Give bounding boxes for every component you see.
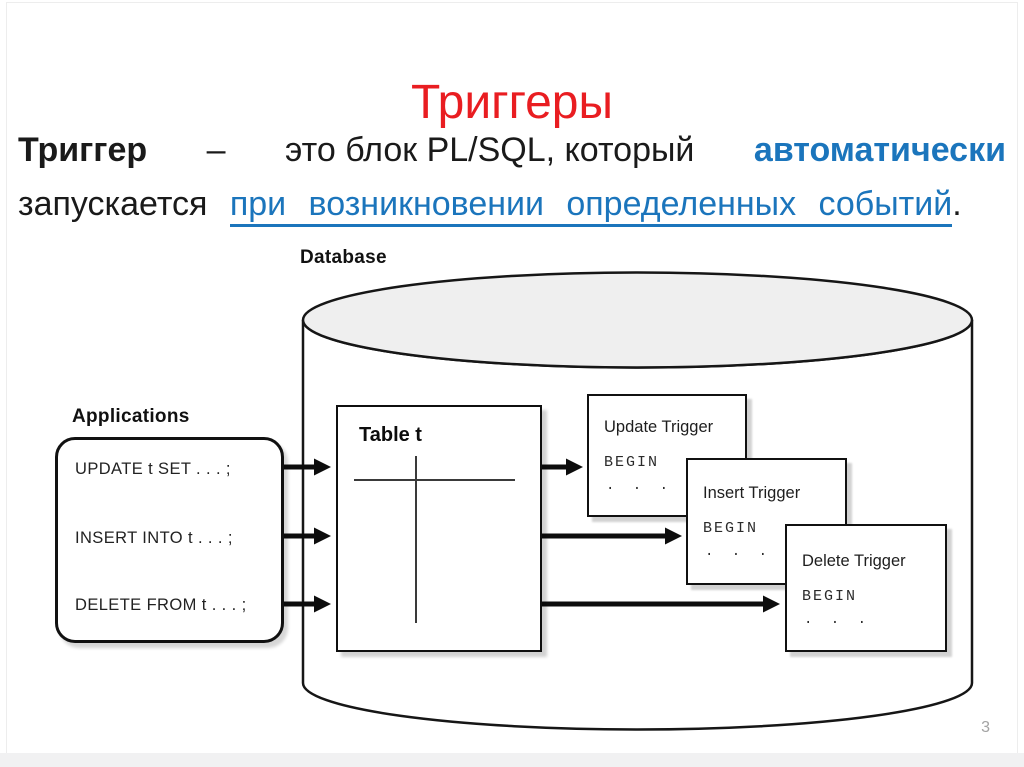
definition-highlight: автоматически [753,131,1006,169]
definition-period: . [952,185,962,223]
applications-label: Applications [72,406,190,427]
sql-statement-delete: DELETE FROM t . . . ; [75,596,247,614]
update-trigger-begin: BEGIN [604,454,660,471]
delete-trigger-begin: BEGIN [802,588,858,605]
page-number: 3 [981,719,990,736]
arrow-table-insert-trigger-icon [540,527,682,545]
update-trigger-title: Update Trigger [604,418,714,436]
definition-dash: – [206,131,226,169]
sql-statement-insert: INSERT INTO t . . . ; [75,529,233,547]
applications-box: UPDATE t SET . . . ; INSERT INTO t . . .… [55,437,284,643]
database-label: Database [300,247,387,268]
insert-trigger-begin: BEGIN [703,520,759,537]
definition-underlined-phrase: при возникновении определенных событий [229,185,953,227]
delete-trigger-box: Delete Trigger BEGIN . . . [785,524,947,652]
sql-statement-update: UPDATE t SET . . . ; [75,460,231,478]
cylinder-top-ellipse [301,271,974,369]
update-trigger-dots: . . . [606,478,674,494]
arrow-table-update-trigger-icon [540,458,583,476]
definition-prefix: запускается [18,185,208,223]
insert-trigger-title: Insert Trigger [703,484,801,502]
arrow-app-delete-icon [280,595,331,613]
table-box: Table t [336,405,542,652]
page-title: Триггеры [411,76,613,130]
table-grid-horizontal-line [354,479,515,481]
arrow-app-update-icon [280,458,331,476]
definition-term: Триггер [18,131,148,169]
definition-line-2: запускается при возникновении определенн… [18,185,1006,237]
arrow-table-delete-trigger-icon [540,595,780,613]
table-grid-vertical-line [415,456,417,623]
arrow-app-insert-icon [280,527,331,545]
slide-bottom-margin [0,753,1024,767]
delete-trigger-dots: . . . [804,612,872,628]
table-label: Table t [359,424,422,446]
definition-line-1: Триггер – это блок PL/SQL, который автом… [18,131,1006,183]
insert-trigger-dots: . . . [705,544,773,560]
delete-trigger-title: Delete Trigger [802,552,906,570]
definition-paragraph: Триггер – это блок PL/SQL, который автом… [18,131,1006,237]
definition-mid-text: это блок PL/SQL, который [285,131,695,169]
